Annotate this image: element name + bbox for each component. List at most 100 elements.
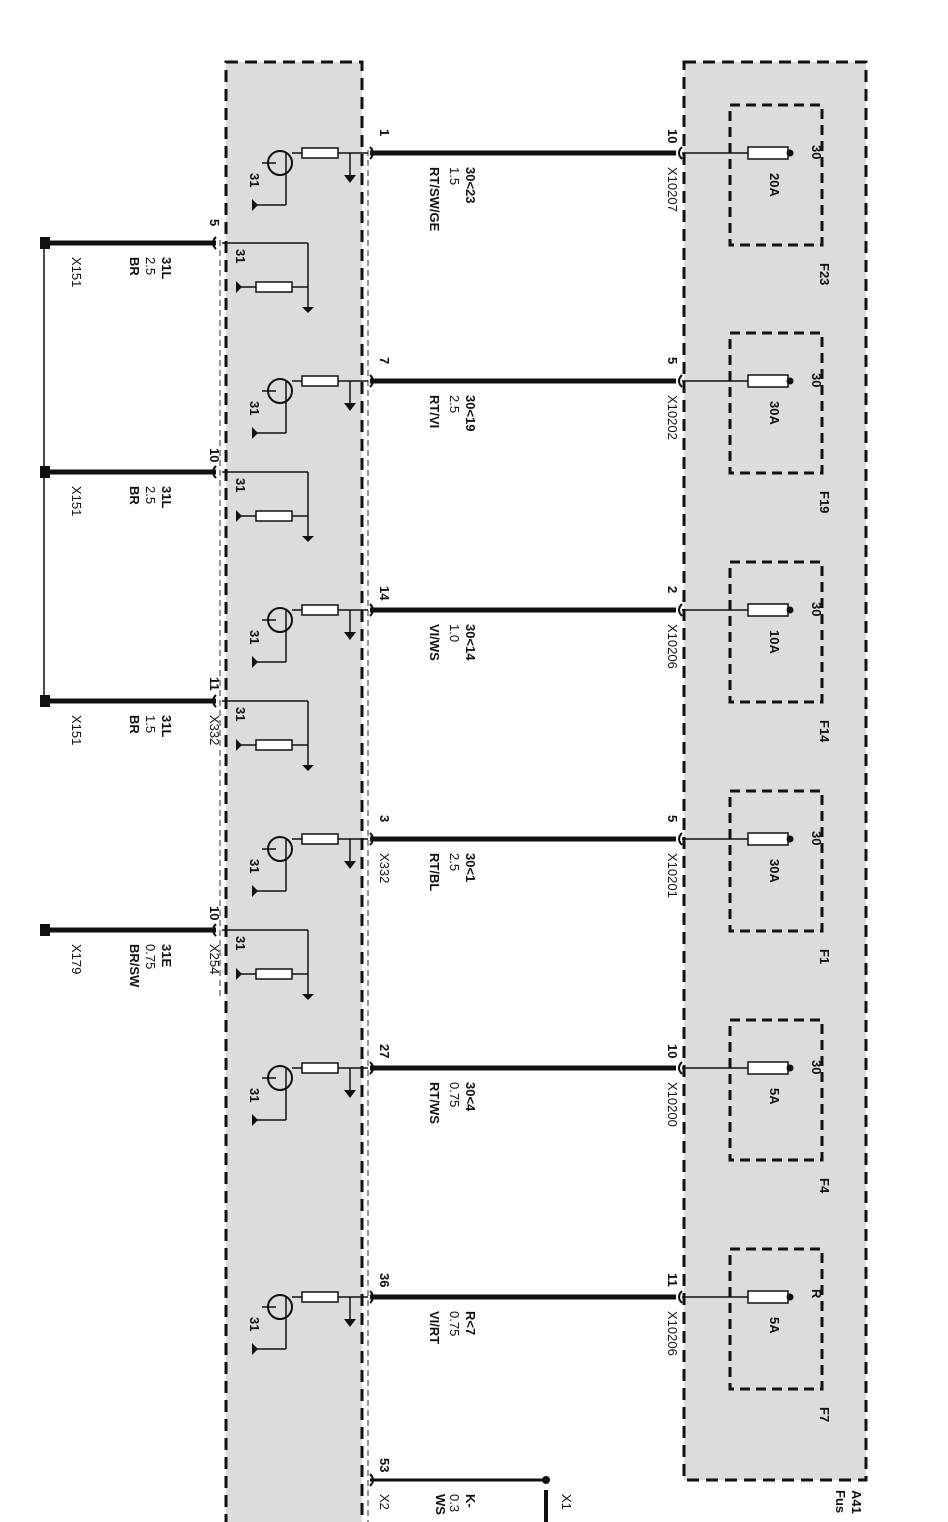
fuse-label: F23: [817, 263, 832, 285]
ground-point-icon: [40, 695, 50, 707]
ground-connector-label: X151: [69, 257, 84, 287]
wire-color-label: RT/SW/GE: [427, 167, 442, 232]
connector-pin-icon: [678, 1290, 683, 1304]
connector-pin-icon: [678, 603, 683, 617]
pin-number: 5: [207, 219, 222, 226]
wire-size-label: 0.75: [447, 1311, 462, 1336]
ground-arrow-icon: [236, 510, 242, 522]
fuse-rating-label: 30A: [767, 401, 782, 425]
resistor-icon: [301, 833, 339, 845]
wire-color-label: BR: [127, 257, 142, 276]
circuit-label: 30<1: [463, 853, 478, 882]
resistor-icon: [301, 1291, 339, 1303]
connector-pin-icon: [369, 1061, 374, 1075]
circuit-label: 31E: [159, 944, 174, 967]
wire-size-label: 0.75: [447, 1082, 462, 1107]
ground-arrow-icon: [236, 281, 242, 293]
wire-color-label: RT/BL: [427, 853, 442, 891]
arrow-down-icon: [344, 1090, 356, 1098]
connector-label: X10200: [665, 1082, 680, 1127]
fuse-box-outline: [728, 560, 824, 704]
connector-label: X10207: [665, 167, 680, 212]
ground-arrow-icon: [252, 1114, 258, 1126]
wire-color-label: RT/WS: [427, 1082, 442, 1124]
ground-arrow-icon: [252, 885, 258, 897]
wire-size-label: 2.5: [447, 395, 462, 413]
pin-connector-label: X332: [207, 715, 222, 745]
fuse-box-outline: [728, 1247, 824, 1391]
fuse-box: [682, 60, 868, 1482]
ground-arrow-icon: [252, 1343, 258, 1355]
connector-pin-icon: [678, 374, 683, 388]
resistor-icon: [301, 604, 339, 616]
fuse-terminal: [786, 377, 794, 385]
wire-color-label: BR: [127, 486, 142, 505]
connector-pin-number: 5: [665, 815, 680, 822]
ground-arrow-icon: [236, 968, 242, 980]
circuit-label: 31L: [159, 257, 174, 279]
arrow-down-icon: [344, 403, 356, 411]
connector-label: X10202: [665, 395, 680, 440]
ground-point-icon: [40, 237, 50, 249]
circuit-label: 30<14: [463, 624, 478, 661]
fuse-terminal: [786, 149, 794, 157]
ground-label: 31: [247, 173, 262, 187]
pin-number: 53: [377, 1458, 392, 1472]
circuit-label: R<7: [463, 1311, 478, 1335]
ground-label: 31: [247, 401, 262, 415]
fuse-icon: [747, 1061, 789, 1075]
ground-arrow-icon: [252, 427, 258, 439]
connector-pin-icon: [369, 1290, 374, 1304]
fuse-box-outline: [728, 789, 824, 933]
wire-color-label: BR/SW: [127, 944, 142, 988]
connector-pin-number: 11: [665, 1273, 680, 1287]
wire-size-label: 1.5: [143, 715, 158, 733]
pin-connector-label: X332: [377, 853, 392, 883]
connector-label: X10206: [665, 624, 680, 669]
ground-label: 31: [233, 707, 248, 721]
pin-number: 27: [377, 1044, 392, 1058]
fuse-icon: [747, 603, 789, 617]
wire-size-label: 0.75: [143, 944, 158, 969]
pin-number: 10: [207, 906, 222, 920]
fuse-terminal-label: 30: [809, 373, 824, 387]
ground-point-icon: [40, 466, 50, 478]
resistor-icon: [301, 147, 339, 159]
resistor-icon: [301, 1062, 339, 1074]
ground-label: 31: [247, 630, 262, 644]
wire-size-label: 1.5: [447, 167, 462, 185]
wire-size-label: 1.0: [447, 624, 462, 642]
wire-size-label: 2.5: [143, 257, 158, 275]
fuse-box-id: A41: [849, 1490, 864, 1514]
fuse-terminal-label: R: [809, 1289, 824, 1299]
ground-arrow-icon: [252, 199, 258, 211]
ground-connector-label: X179: [69, 944, 84, 974]
ground-label: 31: [233, 249, 248, 263]
fuse-rating-label: 5A: [767, 1088, 782, 1105]
connector-pin-number: 2: [665, 586, 680, 593]
ground-arrow-icon: [302, 994, 314, 1000]
fuse-box-outline: [728, 331, 824, 475]
ground-connector-label: X151: [69, 486, 84, 516]
wire-size-label: 0.3: [447, 1494, 462, 1512]
arrow-down-icon: [344, 632, 356, 640]
resistor-icon: [301, 375, 339, 387]
arrow-down-icon: [344, 175, 356, 183]
end-connector-label: X1: [559, 1494, 574, 1510]
pin-number: 1: [377, 129, 392, 136]
ground-arrow-icon: [302, 765, 314, 771]
connector-pin-icon: [678, 1061, 683, 1075]
fuse-icon: [747, 374, 789, 388]
fuse-label: F1: [817, 949, 832, 964]
connector-pin-icon: [369, 146, 374, 160]
fuse-label: F14: [817, 720, 832, 743]
ground-arrow-icon: [302, 307, 314, 313]
connector-pin-number: 10: [665, 1044, 680, 1058]
fuse-terminal: [786, 606, 794, 614]
fuse-rating-label: 10A: [767, 630, 782, 654]
pin-number: 7: [377, 357, 392, 364]
wire-color-label: RT/VI: [427, 395, 442, 428]
wire-color-label: BR: [127, 715, 142, 734]
fuse-terminal-label: 30: [809, 1060, 824, 1074]
ground-arrow-icon: [236, 739, 242, 751]
